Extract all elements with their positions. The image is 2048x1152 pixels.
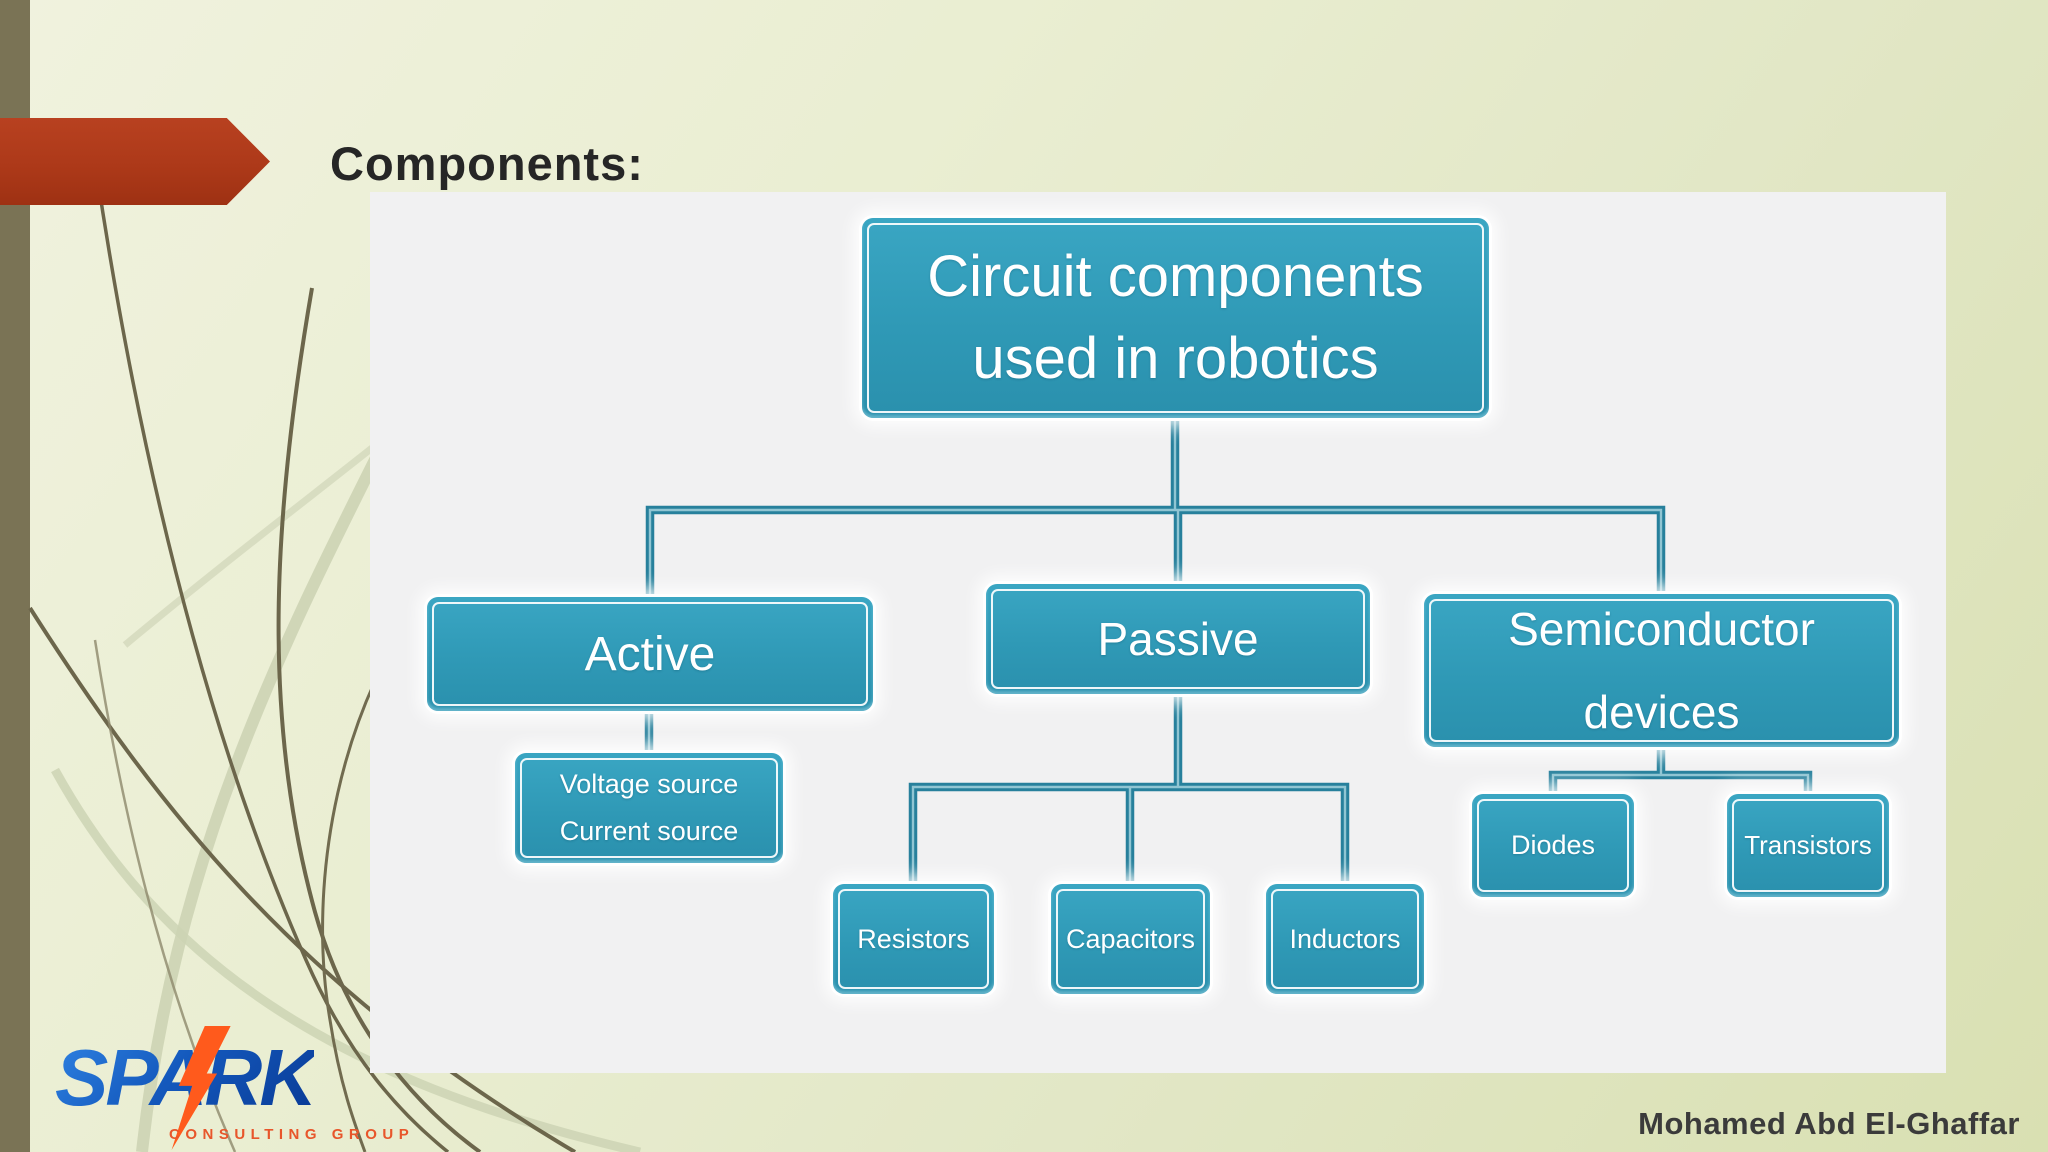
node-active: Active [427,597,873,711]
diodes-label: Diodes [1510,830,1596,860]
slide-title: Components: [330,137,644,190]
node-root: Circuit components used in robotics [862,218,1489,418]
title-arrow-banner [0,118,270,205]
diagram-panel: Circuit components used in robotics Acti… [370,192,1946,1073]
current-source-label: Current source [559,816,739,846]
spark-logo-tagline: CONSULTING GROUP [169,1126,415,1143]
node-capacitors: Capacitors [1051,884,1210,994]
node-transistors: Transistors [1727,794,1889,897]
node-voltage-current-source: Voltage source Current source [515,753,783,863]
transistors-label: Transistors [1744,830,1872,860]
voltage-source-label: Voltage source [559,769,739,799]
hierarchy-connector-lines [644,418,1813,884]
node-passive: Passive [986,584,1370,694]
capacitors-label: Capacitors [1065,923,1196,954]
node-resistors: Resistors [833,884,994,994]
spark-logo: SPARK CONSULTING GROUP [55,1026,409,1152]
node-active-label: Active [584,627,716,681]
resistors-label: Resistors [857,923,970,954]
inductors-label: Inductors [1289,923,1401,954]
node-semiconductor-label: Semiconductor devices [1508,602,1815,738]
author-name: Mohamed Abd El-Ghaffar [1638,1106,2020,1141]
lightning-bolt-icon [171,1026,231,1150]
node-inductors: Inductors [1266,884,1424,994]
node-diodes: Diodes [1472,794,1634,897]
node-root-label: Circuit components used in robotics [927,243,1424,391]
node-passive-label: Passive [1097,613,1259,665]
node-semiconductor-devices: Semiconductor devices [1424,594,1899,747]
